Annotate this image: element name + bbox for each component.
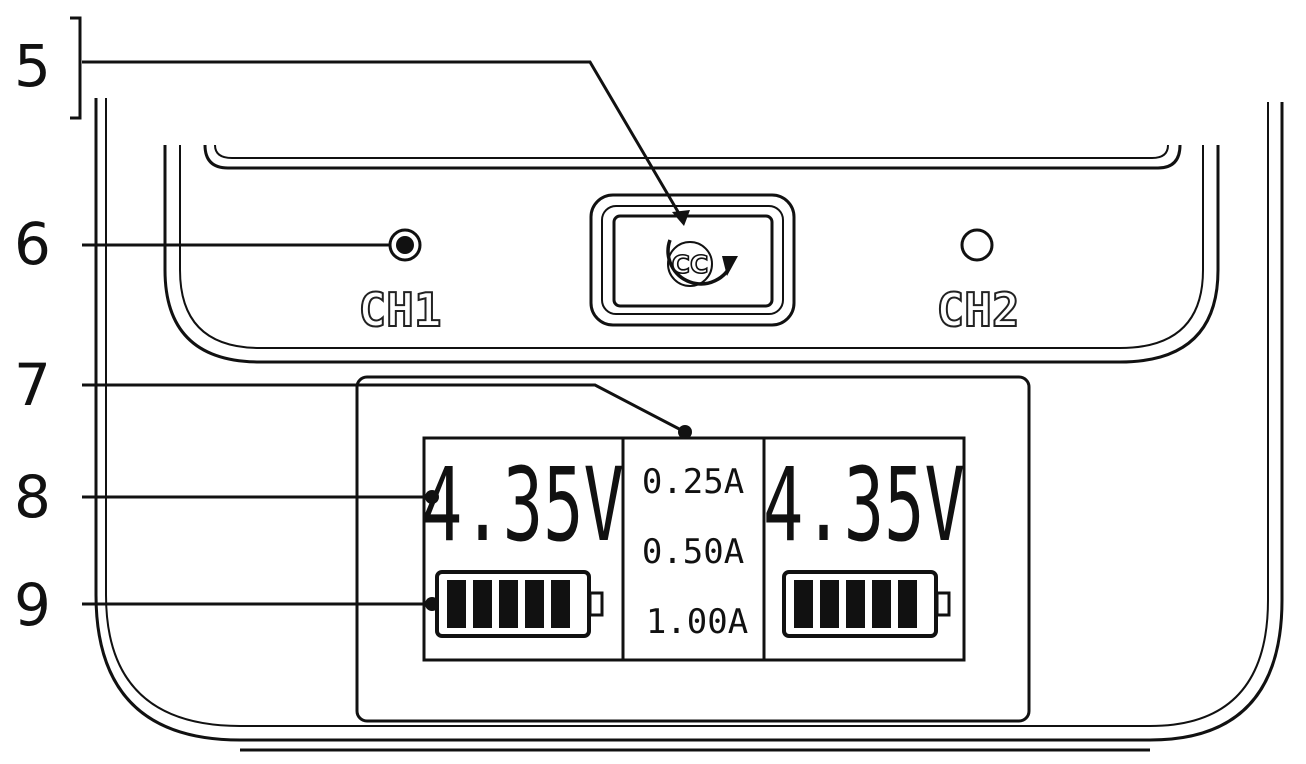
current-option-1: 0.25A	[642, 462, 744, 502]
svg-text:CC: CC	[672, 250, 709, 279]
callout-5-number: 5	[14, 32, 51, 100]
callout-5-arrowhead	[672, 210, 690, 226]
right-voltage-readout: 4.35V	[763, 447, 965, 565]
ch1-label: CH1	[358, 283, 441, 337]
left-battery-bar-5	[551, 580, 570, 628]
right-battery-bar-5	[898, 580, 917, 628]
callout-9-dot	[425, 597, 439, 611]
right-battery-bar-1	[794, 580, 813, 628]
current-option-3: 1.00A	[646, 602, 748, 642]
ch2-label: CH2	[936, 283, 1019, 337]
callout-5-leader	[82, 60, 686, 223]
callout-7-dot	[678, 425, 692, 439]
housing-outline	[94, 98, 1284, 752]
callout-7-leader	[82, 383, 686, 434]
callout-7-number: 7	[14, 351, 51, 419]
left-battery-bar-1	[447, 580, 466, 628]
callout-8-dot	[425, 490, 439, 504]
callout-5-bracket	[70, 16, 82, 120]
left-battery-bar-2	[473, 580, 492, 628]
ch2-indicator-led	[960, 228, 994, 262]
callout-6-number: 6	[14, 210, 51, 278]
left-voltage-readout: 4.35V	[422, 447, 624, 565]
cc-button[interactable]: CC	[589, 193, 796, 327]
right-battery-bar-3	[846, 580, 865, 628]
right-battery-bar-4	[872, 580, 891, 628]
cc-cycle-icon: CC	[666, 239, 738, 287]
right-battery-bar-2	[820, 580, 839, 628]
left-battery-bar-4	[525, 580, 544, 628]
ch1-indicator-led	[388, 228, 422, 262]
callout-9-number: 9	[14, 571, 51, 639]
callout-8-number: 8	[14, 463, 51, 531]
left-battery-icon	[435, 570, 604, 638]
top-panel	[163, 144, 1220, 364]
left-battery-bar-3	[499, 580, 518, 628]
right-battery-icon	[782, 570, 951, 638]
lcd-display	[355, 375, 1031, 723]
current-option-2: 0.50A	[642, 532, 744, 572]
